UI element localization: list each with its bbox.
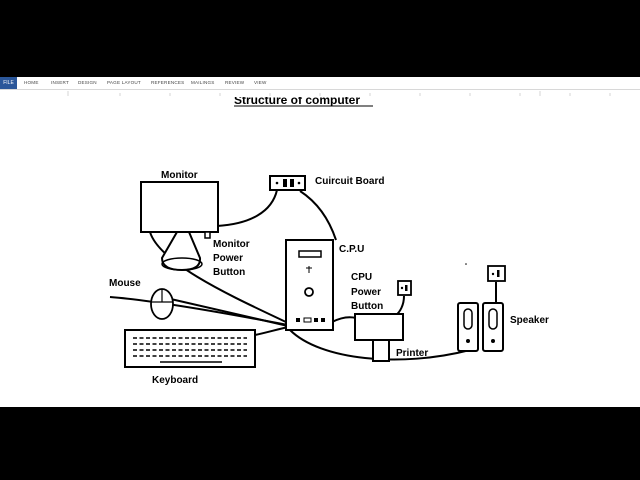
mouse-label: Mouse <box>109 278 141 289</box>
monitor-to-cpu-cable <box>149 231 289 324</box>
document-title: Structure of computer <box>234 97 360 107</box>
tab-review[interactable]: REVIEW <box>225 80 245 85</box>
board-to-cpu-cable <box>299 190 337 241</box>
power-socket-icon <box>397 280 412 296</box>
tab-design[interactable]: DESIGN <box>78 80 97 85</box>
tab-insert[interactable]: INSERT <box>51 80 69 85</box>
printer-icon <box>354 313 404 362</box>
monitor-power-label-line1: Monitor <box>213 239 250 250</box>
tab-view[interactable]: VIEW <box>254 80 267 85</box>
monitor-power-label-line2: Power <box>213 253 243 264</box>
monitor-icon <box>140 181 219 272</box>
keyboard-label: Keyboard <box>152 375 198 386</box>
keyboard-icon <box>124 329 256 368</box>
tab-mailings[interactable]: MAILINGS <box>191 80 215 85</box>
circuit-board-label: Cuircuit Board <box>315 176 384 187</box>
power-socket-icon <box>487 265 506 282</box>
cpu-to-speaker-cable <box>289 329 471 361</box>
monitor-label: Monitor <box>161 170 198 181</box>
cpu-power-label-line3: Button <box>351 301 383 312</box>
tab-page-layout[interactable]: PAGE LAYOUT <box>107 80 141 85</box>
monitor-to-board-cable <box>216 189 278 227</box>
circuit-board-icon <box>269 175 306 191</box>
tab-file[interactable]: FILE <box>0 77 17 89</box>
printer-label: Printer <box>396 348 428 359</box>
printer-power-cable <box>395 295 405 316</box>
keyboard-to-cpu-cable <box>254 326 289 336</box>
cpu-tower-icon <box>285 239 334 331</box>
document-page[interactable]: Structure of computer Monitor Monitor Po… <box>0 97 640 407</box>
cpu-label: C.P.U <box>339 244 364 255</box>
speaker-left-icon <box>457 302 479 352</box>
cpu-to-printer-cable <box>331 316 357 323</box>
cpu-power-label-line2: Power <box>351 287 381 298</box>
computer-structure-diagram: Structure of computer Monitor Monitor Po… <box>109 97 549 386</box>
speaker-right-icon <box>482 302 504 352</box>
mouse-icon <box>150 288 174 320</box>
mouse-to-cpu-cable <box>161 296 289 327</box>
ribbon-tab-bar: FILE HOME INSERT DESIGN PAGE LAYOUT REFE… <box>0 77 640 90</box>
monitor-power-label-line3: Button <box>213 267 245 278</box>
tab-references[interactable]: REFERENCES <box>151 80 185 85</box>
cpu-power-label-line1: CPU <box>351 272 372 283</box>
tab-home[interactable]: HOME <box>24 80 39 85</box>
speaker-label: Speaker <box>510 315 549 326</box>
